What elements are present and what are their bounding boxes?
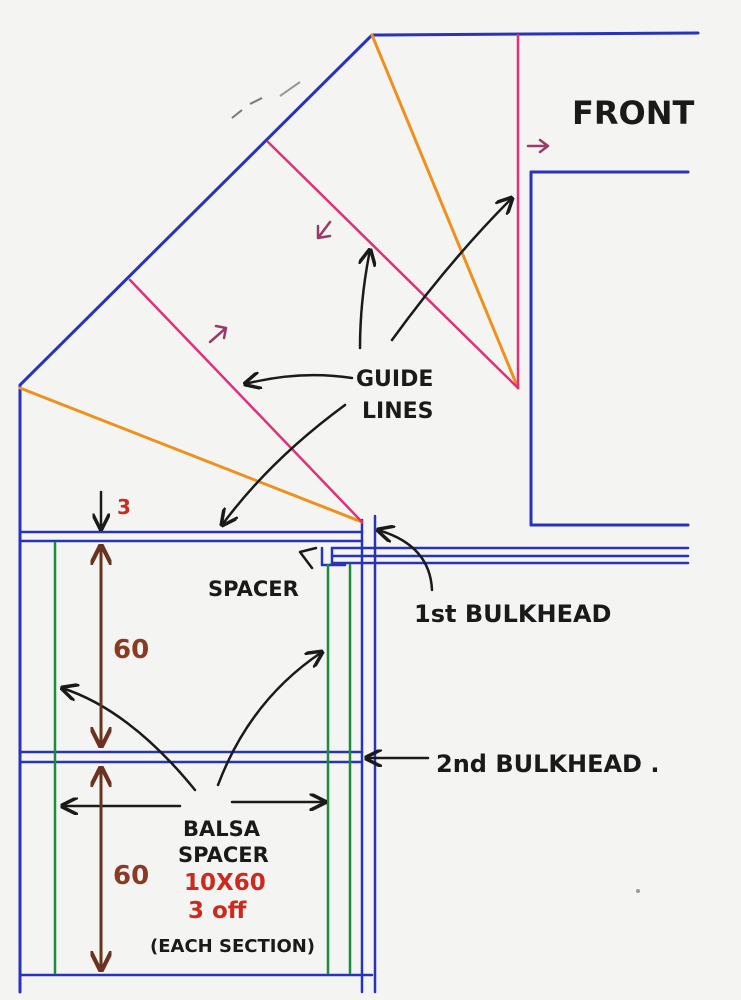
balsa-each-label: (EACH SECTION) <box>150 936 315 957</box>
dim-top-label: 3 <box>117 495 131 519</box>
pink-guide-lines <box>128 33 520 524</box>
orange-diagonals <box>18 33 520 524</box>
pencil-marks <box>231 81 301 119</box>
balsa-label-1: BALSA <box>183 817 261 841</box>
guide-pointers <box>222 198 512 525</box>
spacer-block <box>320 546 347 567</box>
balsa-qty-label: 3 off <box>188 898 247 924</box>
balsa-size-label: 10X60 <box>184 870 266 896</box>
guide-label-2: LINES <box>362 399 434 424</box>
bulkhead-pointers <box>298 530 434 758</box>
dim-upper-label: 60 <box>113 635 149 665</box>
balsa-label-2: SPACER <box>178 843 269 867</box>
first-bulkhead-label: 1st BULKHEAD <box>414 600 611 628</box>
second-bulkhead <box>18 750 364 764</box>
pencil-dot <box>636 889 640 893</box>
guide-label-1: GUIDE <box>356 367 433 392</box>
direction-arrows <box>208 138 550 344</box>
hull-outline <box>18 31 700 994</box>
balsa-spacers <box>53 541 352 975</box>
balsa-pointers <box>62 652 325 806</box>
front-label: FRONT <box>572 94 694 132</box>
spacer-label: SPACER <box>208 577 299 601</box>
second-bulkhead-label: 2nd BULKHEAD . <box>436 750 659 778</box>
dim-lower-label: 60 <box>113 861 149 891</box>
